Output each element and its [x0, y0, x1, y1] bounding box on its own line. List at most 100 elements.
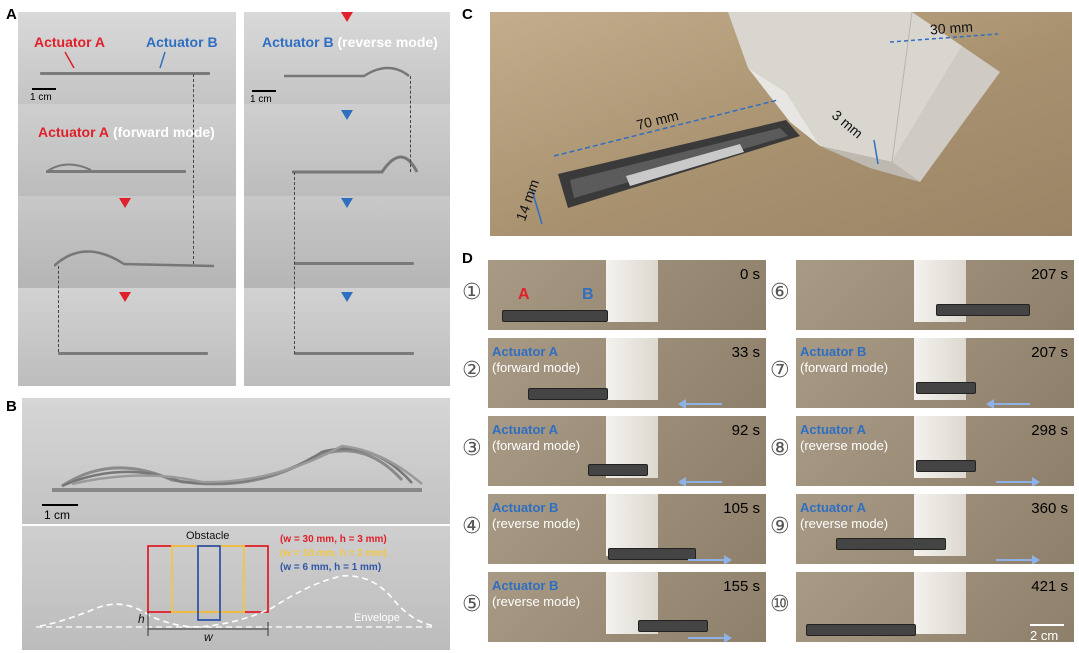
actuator-strip: [608, 548, 696, 560]
frame-number: ⑦: [770, 358, 790, 383]
direction-arrow: [678, 396, 722, 408]
cardboard-box: [531, 12, 1000, 225]
actuator-strip: [916, 460, 976, 472]
frame-mode: (reverse mode): [800, 438, 889, 453]
sequence-frame: 207 s: [796, 260, 1074, 330]
marker-b: B: [582, 286, 594, 303]
legend-entry: (w = 30 mm, h = 3 mm): [280, 534, 387, 545]
frame-number: ②: [462, 358, 482, 383]
frame-actuator-name: Actuator B: [492, 578, 559, 593]
scale-bar: [42, 504, 78, 506]
actuator-b-bump-1: [284, 66, 410, 78]
frame-actuator-label: Actuator A(forward mode): [492, 422, 580, 454]
frame-number: ⑤: [462, 592, 482, 617]
sequence-frame: 298 s Actuator A(reverse mode): [796, 416, 1074, 486]
obstacle-block: [606, 338, 658, 400]
down-arrow-red: [341, 12, 353, 22]
frame-actuator-name: Actuator A: [800, 500, 866, 515]
actuator-b-bump-2: [292, 155, 419, 174]
scale-bar: [1030, 624, 1064, 626]
panel-b-diagram: Obstacle Envelope h w (w = 30 mm, h = 3 …: [22, 526, 450, 650]
frame-time: 421 s: [1031, 578, 1068, 595]
panel-d-label: D: [462, 250, 473, 267]
scale-label: 1 cm: [44, 508, 71, 522]
frame-number: ⑨: [770, 514, 790, 539]
frame-mode: (reverse mode): [492, 516, 581, 531]
direction-arrow: [996, 474, 1040, 486]
direction-arrow: [678, 474, 722, 486]
envelope-label: Envelope: [354, 612, 400, 624]
actuator-bump-1: [46, 163, 92, 173]
obstacle-block: [606, 260, 658, 322]
down-arrow-blue: [341, 110, 353, 120]
frame-mode: (reverse mode): [492, 594, 581, 609]
actuator-a-forward-label: Actuator A (forward mode): [38, 124, 215, 140]
panel-b-photo: 1 cm: [22, 398, 450, 524]
sequence-frame: 92 s Actuator A(forward mode): [488, 416, 766, 486]
guide-line: [410, 76, 411, 172]
actuator-strip: [502, 310, 608, 322]
down-arrow-blue: [341, 198, 353, 208]
frame-time: 360 s: [1031, 500, 1068, 517]
actuator-strip: [836, 538, 946, 550]
down-arrow-red: [119, 198, 131, 208]
sequence-frame: 421 s: [796, 572, 1074, 642]
frame-actuator-label: Actuator B(forward mode): [800, 344, 888, 376]
frame-time: 105 s: [723, 500, 760, 517]
actuator-b-reverse-label: Actuator B (reverse mode): [262, 34, 438, 50]
scale-label: 1 cm: [30, 92, 52, 103]
actuator-forward-1: [46, 170, 186, 173]
actuator-strip: [916, 382, 976, 394]
frame-actuator-label: Actuator A(reverse mode): [800, 422, 888, 454]
frame-actuator-name: Actuator A: [492, 422, 558, 437]
actuator-flat: [40, 72, 210, 75]
dim-30mm-label: 30 mm: [929, 18, 974, 38]
legend-entry: (w = 18 mm, h = 2 mm): [280, 548, 387, 559]
frame-time: 298 s: [1031, 422, 1068, 439]
frame-actuator-name: Actuator A: [492, 344, 558, 359]
frame-mode: (forward mode): [492, 438, 581, 453]
frame-time: 33 s: [731, 344, 760, 361]
actuator-flat-final: [58, 352, 208, 355]
frame-number: ⑧: [770, 436, 790, 461]
frame-actuator-name: Actuator B: [800, 344, 867, 359]
frame-number: ④: [462, 514, 482, 539]
frame-number: ⑩: [770, 592, 790, 617]
sequence-frame: 33 s Actuator A(forward mode): [488, 338, 766, 408]
panel-a-label: A: [6, 6, 17, 23]
direction-arrow: [996, 552, 1040, 564]
panel-c-photo: 30 mm 3 mm 70 mm 14 mm: [490, 12, 1072, 236]
actuator-strip: [638, 620, 708, 632]
envelope-actuator-overlay: [52, 444, 423, 492]
down-arrow-red: [119, 292, 131, 302]
obstacle-block: [606, 494, 658, 556]
actuator-b-flat: [294, 262, 414, 265]
direction-arrow: [688, 552, 732, 564]
scale-label: 1 cm: [250, 94, 272, 105]
obstacle-label: Obstacle: [186, 530, 230, 542]
actuator-strip: [936, 304, 1030, 316]
obstacle-diagram: [36, 545, 436, 636]
frame-actuator-label: Actuator B(reverse mode): [492, 578, 580, 610]
frame-time: 155 s: [723, 578, 760, 595]
frame-mode: (forward mode): [800, 360, 889, 375]
sequence-frame: 155 s Actuator B(reverse mode): [488, 572, 766, 642]
frame-actuator-label: Actuator A(forward mode): [492, 344, 580, 376]
label-pointer-arrows: [64, 51, 166, 69]
down-arrow-blue: [341, 292, 353, 302]
guide-line: [58, 266, 59, 352]
scale-label: 2 cm: [1030, 628, 1059, 643]
frame-number: ①: [462, 280, 482, 305]
direction-arrow: [986, 396, 1030, 408]
actuator-strip: [806, 624, 916, 636]
frame-actuator-name: Actuator A: [800, 422, 866, 437]
direction-arrow: [688, 630, 732, 642]
actuator-strip: [528, 388, 608, 400]
frame-mode: (reverse mode): [800, 516, 889, 531]
frame-mode: (forward mode): [492, 360, 581, 375]
frame-time: 92 s: [731, 422, 760, 439]
panel-a-right-photo: 1 cm: [244, 12, 450, 386]
